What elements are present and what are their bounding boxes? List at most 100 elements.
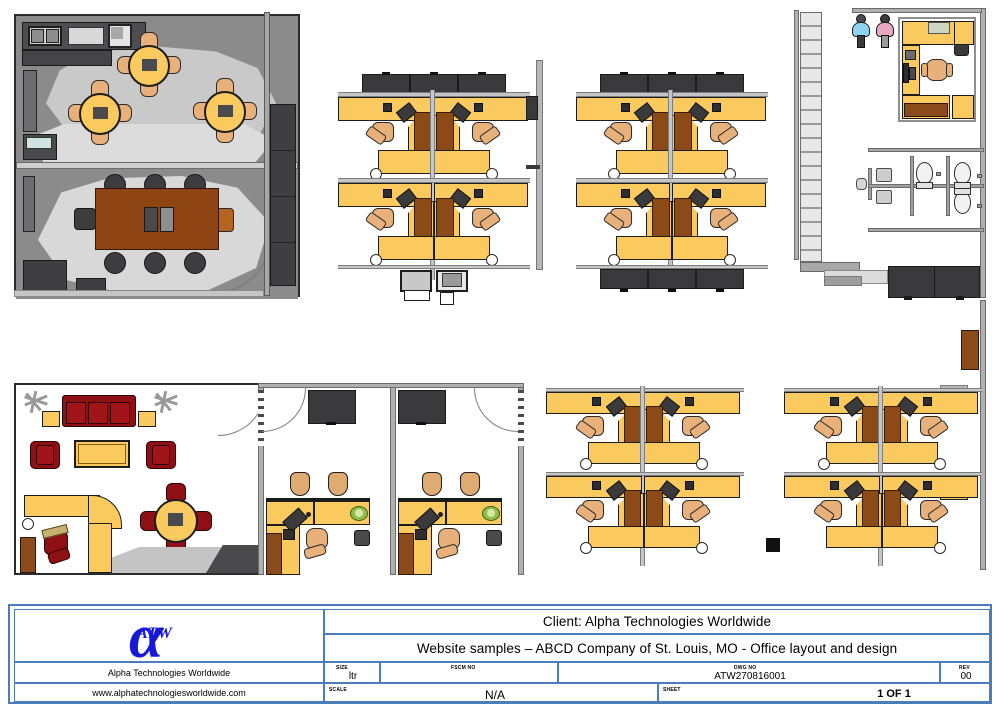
- monitor-stand: [903, 63, 909, 83]
- end-table: [138, 411, 156, 427]
- table-setting: [168, 513, 183, 526]
- storage-handle: [668, 289, 676, 292]
- column-pier: [526, 96, 538, 120]
- cubicle-panel-mid: [546, 472, 744, 476]
- desk-extension: [672, 150, 728, 174]
- printer-output: [440, 292, 454, 305]
- waste-bin: [580, 542, 592, 554]
- sofa-cushion: [110, 402, 130, 424]
- storage-handle: [326, 422, 336, 425]
- toilet: [954, 192, 971, 214]
- monitor: [905, 50, 916, 60]
- waste-bin: [818, 458, 830, 470]
- conference-left-cabinet: [23, 176, 35, 232]
- title-block: α ATW Alpha Technologies Worldwide www.a…: [8, 604, 992, 704]
- corridor-lockers: [270, 104, 296, 286]
- overhead-storage: [600, 74, 648, 94]
- desk-extension: [434, 150, 490, 174]
- partition: [946, 156, 950, 216]
- interior-wall-break-conf: [16, 162, 298, 169]
- monitor: [685, 397, 694, 406]
- ramp-slope: [824, 276, 862, 286]
- guest-chair: [460, 472, 480, 496]
- corridor-wall-right: [794, 10, 799, 260]
- rev-cell: REV 00: [940, 662, 990, 683]
- counter-leg: [904, 296, 912, 300]
- scale-cell: SCALE N/A: [324, 683, 658, 702]
- storage-handle: [478, 72, 486, 75]
- desk-extension: [672, 236, 728, 260]
- guest-chair: [422, 472, 442, 496]
- dwg-label: DWG NO: [734, 665, 757, 671]
- overhead-storage: [362, 74, 410, 94]
- mouse: [438, 512, 443, 517]
- monitor: [685, 481, 694, 490]
- storage-handle: [716, 289, 724, 292]
- wall-storage: [398, 390, 446, 424]
- workstation-pod-2: [560, 60, 790, 300]
- storage-handle: [620, 72, 628, 75]
- person-legs: [881, 35, 889, 48]
- sofa-cushion: [66, 402, 86, 424]
- client-cell: Client: Alpha Technologies Worldwide: [324, 609, 990, 634]
- grab-bar: [977, 174, 982, 178]
- overhead-storage: [458, 74, 506, 94]
- desk-extension: [826, 526, 882, 548]
- toilet: [916, 162, 933, 184]
- printer-feed: [442, 273, 462, 287]
- coffee-table-inner: [78, 444, 126, 464]
- person-figure-1: [852, 14, 870, 48]
- fscm-label: FSCM NO: [451, 665, 476, 671]
- workstation-pod-1: [330, 60, 560, 305]
- monitor: [621, 103, 630, 112]
- partition: [910, 156, 914, 216]
- overhead-storage: [600, 269, 648, 289]
- grab-bar: [936, 172, 941, 176]
- reception-counter-leg: [88, 523, 112, 573]
- alpha-logo-glyph: α: [129, 609, 164, 662]
- cpu-tower: [486, 530, 502, 546]
- sink-basin-left: [31, 29, 44, 43]
- waste-bin: [696, 458, 708, 470]
- monitor: [712, 103, 721, 112]
- monitor: [621, 189, 630, 198]
- glazing-hatch-right: [516, 390, 524, 446]
- desk-plant-detail: [487, 509, 495, 517]
- microwave-door: [111, 27, 123, 39]
- wall-cabinet: [961, 330, 979, 370]
- monitor: [592, 481, 601, 490]
- storage-handle: [716, 72, 724, 75]
- grab-bar: [977, 204, 982, 208]
- desk-extension: [588, 442, 644, 464]
- scale-value: N/A: [484, 688, 505, 702]
- storage-handle: [668, 72, 676, 75]
- desk-extension: [882, 526, 938, 548]
- exterior-wall-right-lower: [980, 300, 986, 570]
- urinal: [856, 178, 867, 190]
- counter-leg: [956, 296, 964, 300]
- desk-extension: [616, 150, 672, 174]
- desk-extension: [378, 150, 434, 174]
- plant-right: [154, 390, 178, 414]
- size-label: SIZE: [336, 665, 348, 671]
- desk-back-edge: [266, 498, 370, 501]
- rev-value: 00: [960, 671, 972, 682]
- monitor: [923, 481, 932, 490]
- company-name-cell: Alpha Technologies Worldwide: [14, 662, 324, 683]
- break-and-conference-room: [14, 14, 300, 299]
- waste-bin: [22, 518, 34, 530]
- logo-cell: α ATW: [14, 609, 324, 662]
- corridor-floor-band: [14, 290, 264, 297]
- monitor: [383, 189, 392, 198]
- sofa-cushion: [88, 402, 108, 424]
- conference-corner-unit: [23, 260, 67, 294]
- monitor: [923, 397, 932, 406]
- sheet-value: 1 OF 1: [877, 688, 911, 700]
- monitor: [592, 397, 601, 406]
- manager-office: [898, 17, 976, 122]
- monitor: [283, 529, 295, 540]
- overhead-storage: [648, 269, 696, 289]
- cubicle-panel-mid: [784, 472, 982, 476]
- waste-bin: [934, 458, 946, 470]
- lavatory: [876, 190, 892, 204]
